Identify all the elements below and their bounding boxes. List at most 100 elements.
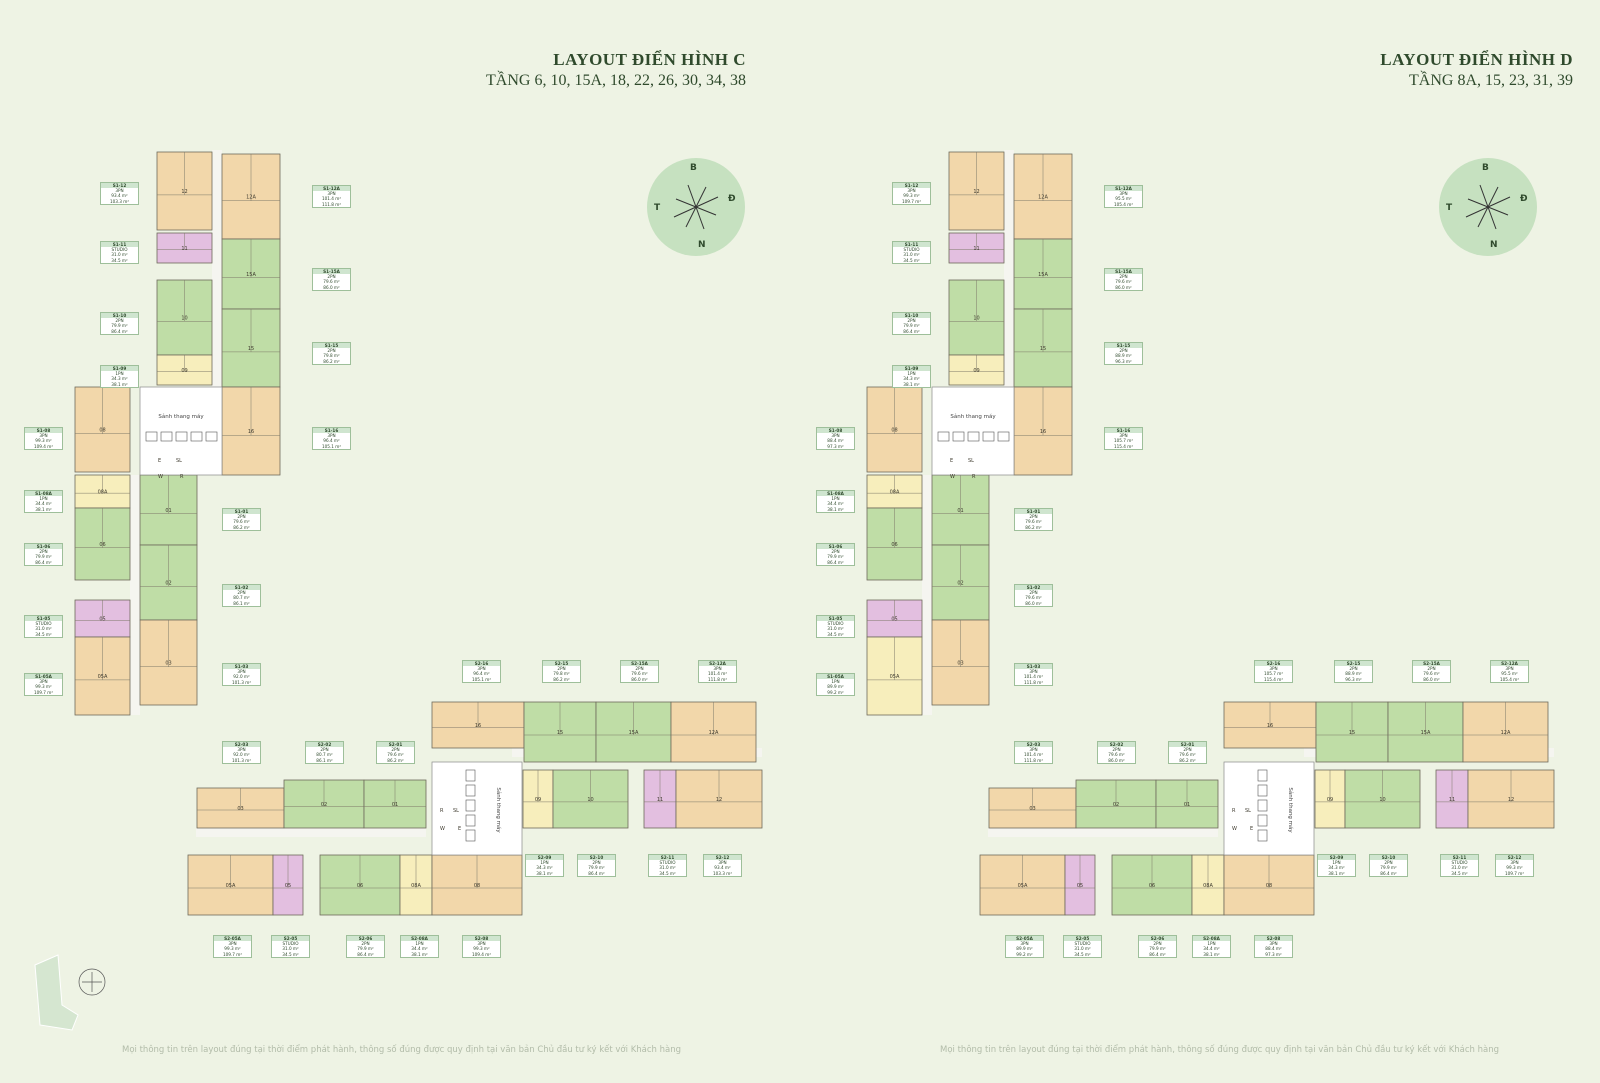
unit-label-a1: 31.0 m² <box>111 252 128 258</box>
unit-label-type: 2PN <box>391 747 400 753</box>
footnote-d: Mọi thông tin trên layout đúng tại thời … <box>940 1045 1499 1055</box>
unit-number-d-s2-11: 11 <box>1449 797 1455 803</box>
unit-label-type: 2PN <box>320 747 329 753</box>
unit-label-a1: 31.0 m² <box>1451 865 1468 871</box>
unit-number-d-s1-15: 15 <box>1040 346 1046 352</box>
unit-label-a2: 101.3 m² <box>231 757 252 763</box>
unit-label-type: 2PN <box>1119 274 1128 280</box>
compass-letter-south: N <box>1490 240 1498 250</box>
unit-label-type: 3PN <box>1029 669 1038 675</box>
unit-label-a1: 101.4 m² <box>321 196 342 202</box>
unit-number-d-s1-03: 03 <box>957 661 963 667</box>
unit-number-d-s1-15A: 15A <box>1038 272 1048 278</box>
unit-label-type: 3PN <box>831 433 840 439</box>
unit-label-a2: 86.0 m² <box>631 676 648 682</box>
unit-label-type: STUDIO <box>903 247 920 253</box>
unit-label-a1: 79.6 m² <box>631 671 648 677</box>
elevator-shaft <box>937 431 950 442</box>
unit-number-c-s2-05A: 05A <box>226 883 236 889</box>
unit-number-d-s1-08: 08 <box>891 428 897 434</box>
unit-label-a1: 99.3 m² <box>473 946 490 952</box>
unit-number-c-s1-16: 16 <box>248 429 254 435</box>
unit-label-a2: 86.0 m² <box>1025 600 1042 606</box>
unit-label-a1: 34.4 m² <box>827 501 844 507</box>
unit-label-type: 3PN <box>477 941 486 947</box>
unit-number-c-s2-12: 12 <box>716 797 722 803</box>
elevator-shaft <box>205 431 218 442</box>
unit-label-type: 3PN <box>713 666 722 672</box>
unit-label-type: 2PN <box>1029 590 1038 596</box>
unit-number-c-s1-11: 11 <box>181 246 187 252</box>
unit-label-code: S1-05 <box>25 616 62 622</box>
unit-label-a1: 31.0 m² <box>35 626 52 632</box>
layout-d-floors: TẦNG 8A, 15, 23, 31, 39 <box>1409 72 1573 89</box>
elevator-lobby-s1 <box>931 386 1015 476</box>
unit-label-type: 1PN <box>831 679 840 685</box>
unit-label-a2: 86.4 m² <box>35 559 52 565</box>
unit-label-type: 2PN <box>1427 666 1436 672</box>
unit-label-a2: 101.3 m² <box>231 679 252 685</box>
elevator-shaft <box>160 431 173 442</box>
unit-label-code: S2-03 <box>1015 742 1052 748</box>
unit-label-type: 2PN <box>1029 514 1038 520</box>
unit-label-a2: 34.5 m² <box>111 257 128 263</box>
unit-number-c-s1-12: 12 <box>181 189 187 195</box>
unit-label-type: 1PN <box>39 496 48 502</box>
unit-number-c-s2-01: 01 <box>392 802 398 808</box>
unit-label-code: S2-10 <box>578 855 615 861</box>
lobby-label-s1: Sảnh thang máy <box>158 413 204 420</box>
unit-label-code: S2-15 <box>1335 661 1372 667</box>
unit-number-c-s2-16: 16 <box>475 723 481 729</box>
elevator-shaft <box>967 431 980 442</box>
unit-label-type: 3PN <box>228 941 237 947</box>
unit-label-a1: 99.3 m² <box>224 946 241 952</box>
unit-label-code: S2-11 <box>649 855 686 861</box>
unit-label-a2: 86.1 m² <box>316 757 333 763</box>
unit-number-d-s1-08A: 08A <box>890 490 900 496</box>
unit-label-a2: 105.4 m² <box>1113 201 1134 207</box>
unit-number-c-s2-06: 06 <box>357 883 363 889</box>
unit-label-type: 1PN <box>1207 941 1216 947</box>
unit-label-type: 1PN <box>415 941 424 947</box>
unit-label-type: 2PN <box>635 666 644 672</box>
unit-number-c-s1-05: 05 <box>99 617 105 623</box>
unit-label-a1: 79.6 m² <box>387 752 404 758</box>
unit-label-a2: 105.1 m² <box>321 443 342 449</box>
unit-label-a2: 86.0 m² <box>323 284 340 290</box>
unit-label-code: S1-08A <box>817 491 854 497</box>
unit-label-type: 2PN <box>115 318 124 324</box>
unit-label-a2: 97.3 m² <box>827 443 844 449</box>
elevator-shaft <box>952 431 965 442</box>
unit-label-a2: 38.1 m² <box>536 870 553 876</box>
unit-label-a1: 93.4 m² <box>714 865 731 871</box>
unit-label-code: S2-09 <box>526 855 563 861</box>
unit-label-a1: 79.6 m² <box>1025 519 1042 525</box>
unit-number-d-s2-12: 12 <box>1508 797 1514 803</box>
unit-label-a2: 86.0 m² <box>1108 757 1125 763</box>
unit-label-type: 2PN <box>1349 666 1358 672</box>
unit-label-a2: 96.3 m² <box>1345 676 1362 682</box>
unit-label-a2: 34.5 m² <box>1074 951 1091 957</box>
mini-compass <box>78 968 106 996</box>
unit-label-code: S1-15 <box>1105 343 1142 349</box>
unit-number-d-s1-06: 06 <box>891 542 897 548</box>
unit-label-type: 3PN <box>907 188 916 194</box>
layout-c-floors: TẦNG 6, 10, 15A, 18, 22, 26, 30, 34, 38 <box>486 72 746 89</box>
unit-label-code: S2-08A <box>401 936 438 942</box>
lobby-label-s2: Sảnh thang máy <box>495 787 502 833</box>
